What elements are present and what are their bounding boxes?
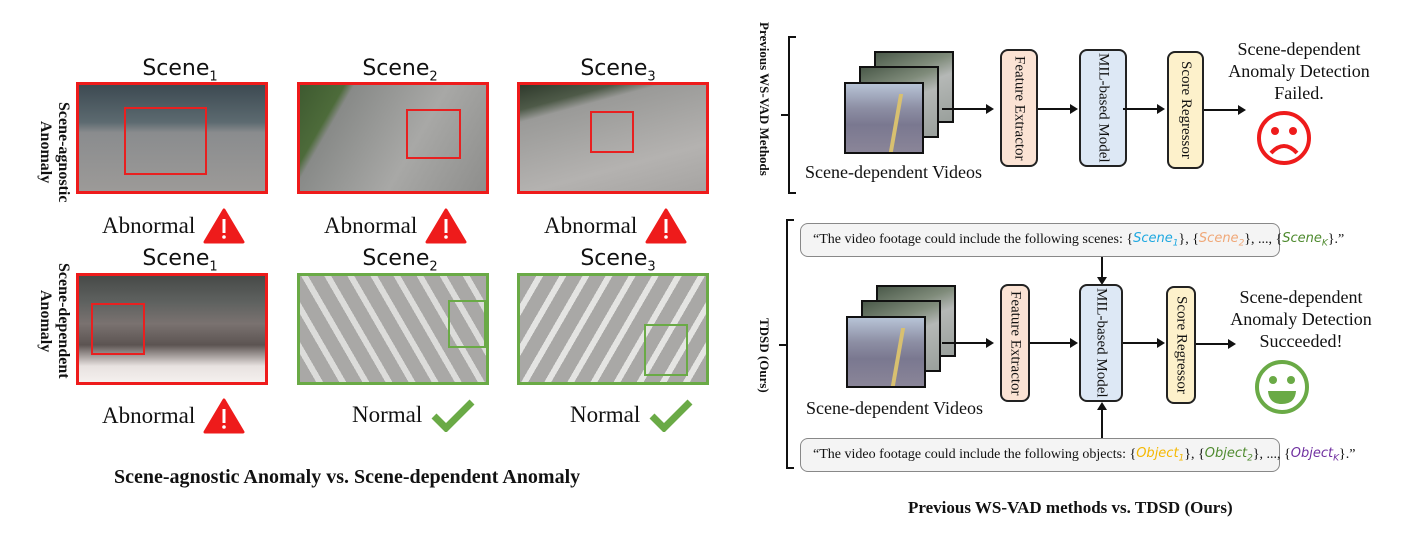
mil-model-block: MIL-based Model: [1079, 49, 1127, 167]
scene-token: Scene1: [1133, 231, 1179, 249]
arrow: [1123, 338, 1165, 348]
scene-image-frame: [297, 82, 489, 194]
verdict-label: Abnormal: [544, 208, 687, 244]
warning-icon: [203, 208, 245, 244]
scene-image: [300, 276, 486, 382]
mil-model-block: MIL-based Model: [1079, 284, 1123, 402]
videos-label: Scene-dependent Videos: [805, 162, 983, 182]
scene-title: Scene1: [142, 56, 218, 85]
left-caption: Scene-agnostic Anomaly vs. Scene-depende…: [114, 466, 581, 488]
sad-face-icon: [1257, 111, 1311, 165]
side-label-ours: TDSD (Ours): [757, 318, 772, 393]
object-token: Object1: [1136, 446, 1185, 464]
arrow: [942, 338, 994, 348]
normal-bounding-box: [644, 324, 688, 376]
arrow: [1204, 105, 1246, 115]
scene-image: [79, 276, 265, 382]
videos-label: Scene-dependent Videos: [806, 398, 984, 418]
right-caption: Previous WS-VAD methods vs. TDSD (Ours): [908, 498, 1233, 517]
arrow: [1196, 339, 1236, 349]
anomaly-bounding-box: [406, 109, 461, 159]
scene-title: Scene3: [580, 246, 656, 275]
arrow: [1097, 402, 1107, 438]
arrow: [1123, 104, 1165, 114]
bracket-tick: [779, 344, 787, 346]
checkmark-icon: [431, 399, 475, 432]
bracket: [786, 219, 794, 469]
scene-image-frame: [517, 273, 709, 385]
verdict-label: Normal: [570, 398, 694, 432]
verdict-label: Normal: [352, 398, 476, 432]
warning-icon: [203, 398, 245, 434]
scene-title: Scene3: [580, 56, 656, 85]
scene-image-frame: [76, 82, 268, 194]
verdict-label: Abnormal: [102, 208, 245, 244]
video-frame: [844, 82, 924, 154]
normal-bounding-box: [448, 300, 486, 348]
scene-token: Scene2: [1198, 231, 1245, 249]
scene-token: SceneK: [1282, 231, 1328, 249]
bracket: [788, 36, 796, 194]
result-text-failed: Scene-dependent Anomaly Detection Failed…: [1228, 39, 1370, 103]
scene-image: [300, 85, 486, 191]
scene-title: Scene2: [362, 246, 438, 275]
side-label-previous: Previous WS-VAD Methods: [757, 22, 772, 176]
happy-face-icon: [1255, 360, 1309, 414]
anomaly-bounding-box: [124, 107, 207, 175]
verdict-label: Abnormal: [324, 208, 467, 244]
row-label-scene-dependent: Scene-dependent Anomaly: [37, 263, 72, 379]
scene-image: [520, 276, 706, 382]
arrow: [1030, 338, 1078, 348]
verdict-label: Abnormal: [102, 398, 245, 434]
scene-image-frame: [517, 82, 709, 194]
arrow: [942, 104, 994, 114]
scene-title: Scene1: [142, 246, 218, 275]
score-regressor-block: Score Regressor: [1167, 51, 1204, 169]
arrow: [1038, 104, 1078, 114]
feature-extractor-block: Feature Extractor: [1000, 49, 1038, 167]
object-prompt-box: “The video footage could include the fol…: [800, 438, 1355, 472]
scene-prompt-box: “The video footage could include the fol…: [800, 223, 1344, 257]
arrow: [1097, 257, 1107, 285]
scene-title: Scene2: [362, 56, 438, 85]
warning-icon: [645, 208, 687, 244]
anomaly-bounding-box: [91, 303, 145, 355]
anomaly-bounding-box: [590, 111, 634, 153]
row-label-scene-agnostic: Scene-agnostic Anomaly: [37, 101, 72, 203]
result-text-succeeded: Scene-dependent Anomaly Detection Succee…: [1230, 287, 1372, 351]
checkmark-icon: [649, 399, 693, 432]
warning-icon: [425, 208, 467, 244]
bracket-tick: [781, 114, 789, 116]
scene-image-frame: [76, 273, 268, 385]
feature-extractor-block: Feature Extractor: [1000, 284, 1030, 402]
video-frame: [846, 316, 926, 388]
scene-image-frame: [297, 273, 489, 385]
object-token: Object2: [1204, 446, 1253, 464]
score-regressor-block: Score Regressor: [1166, 286, 1196, 404]
object-token: ObjectK: [1290, 446, 1340, 464]
scene-image: [520, 85, 706, 191]
